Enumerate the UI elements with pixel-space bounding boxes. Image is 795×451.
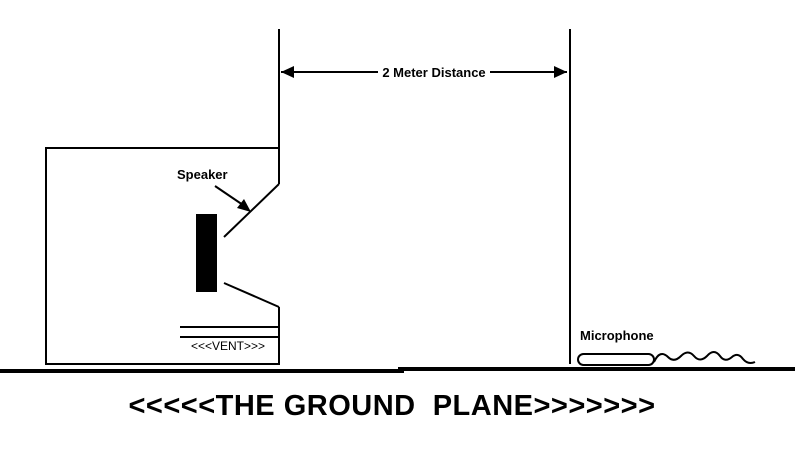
speaker-label: Speaker bbox=[177, 167, 228, 182]
dimension-label: 2 Meter Distance bbox=[382, 65, 485, 80]
microphone-body bbox=[577, 353, 655, 366]
microphone-cable-squiggle bbox=[653, 351, 756, 364]
ground-line-left-segment bbox=[0, 369, 404, 373]
ground-plane-label: <<<<<THE GROUND PLANE>>>>>>> bbox=[128, 390, 655, 422]
speaker-horn-top-line bbox=[223, 183, 280, 238]
speaker-pointer-arrowhead bbox=[237, 199, 251, 212]
speaker-pointer-arrow bbox=[214, 185, 244, 206]
speaker-driver bbox=[196, 214, 217, 292]
speaker-horn-bottom-line bbox=[223, 282, 280, 308]
dimension-arrowhead-right bbox=[554, 66, 567, 78]
ground-line-right-segment bbox=[398, 367, 795, 371]
vent-label: <<<VENT>>> bbox=[191, 339, 265, 353]
microphone-label: Microphone bbox=[580, 328, 654, 343]
dimension-label-background bbox=[378, 61, 490, 83]
dimension-arrowhead-left bbox=[281, 66, 294, 78]
speaker-cabinet-outline bbox=[45, 147, 280, 365]
